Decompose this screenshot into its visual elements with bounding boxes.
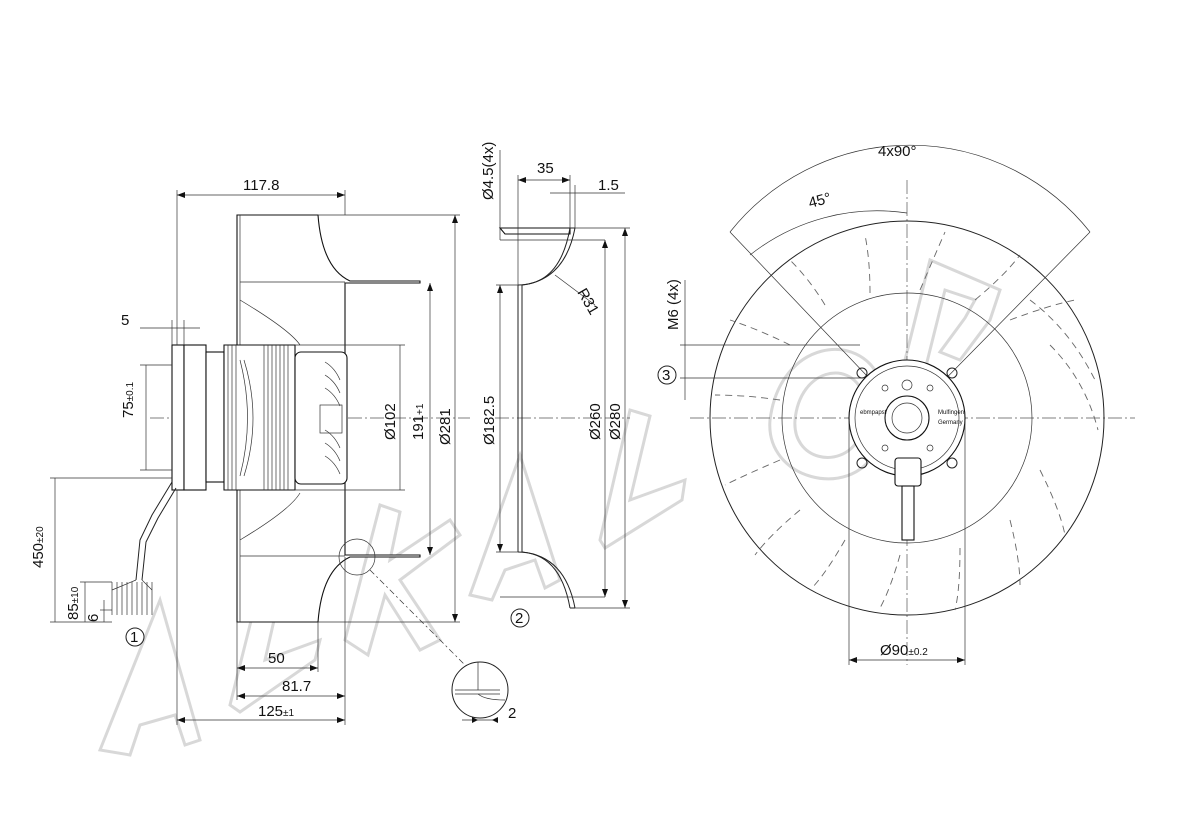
motor-flange [171, 344, 185, 491]
angle-arc-inner [749, 210, 908, 256]
rotor-cage [294, 351, 348, 485]
dim-ring-depth: 35 [537, 160, 554, 177]
label-mulfingen: Mulfingen [938, 410, 964, 416]
dim-cable-length: 450±20 [30, 526, 47, 568]
inner-disc [781, 292, 1033, 544]
callout-1-label: 1 [130, 629, 138, 646]
watermark [97, 257, 1002, 757]
dim-depth-81: 81.7 [282, 678, 311, 695]
hub-center [884, 395, 930, 441]
dim-hub-dia: Ø102 [382, 403, 399, 440]
cable-outlet [894, 457, 922, 487]
cable-front [901, 485, 915, 541]
callout-3 [657, 365, 677, 385]
dim-depth-total: 125±1 [258, 703, 295, 720]
dim-depth-50: 50 [268, 650, 285, 667]
front-view: 4x90° 45° ebmpapst Mulfingen Germany M6 … [657, 143, 1135, 665]
cable [135, 481, 173, 581]
angle-arc-outer [729, 144, 1091, 233]
inlet-ring-view: Ø4.5(4x) 35 1.5 R31 Ø182.5 Ø260 Ø280 2 [480, 142, 630, 628]
callout-3-label: 3 [662, 367, 670, 384]
dim-height: 191+1 [410, 403, 427, 440]
detail-marker [338, 538, 376, 576]
dim-inner-dia: Ø182.5 [481, 396, 498, 445]
dim-dia-280: Ø280 [607, 403, 624, 440]
detail-view [451, 661, 509, 719]
dim-detail-gap: 2 [508, 705, 516, 722]
impeller-circle [709, 220, 1105, 616]
dim-width-overall: 117.8 [243, 177, 279, 194]
dim-impeller-dia: Ø281 [437, 408, 454, 445]
callout-2-label: 2 [515, 610, 523, 627]
dim-angle-4x90: 4x90° [878, 143, 917, 160]
dim-angle-45: 45° [807, 190, 833, 212]
ground-symbol-icon [901, 379, 913, 391]
mounting-holes [856, 367, 958, 469]
label-country: Germany [938, 420, 963, 426]
dim-radius: R31 [574, 286, 602, 318]
dim-hole: Ø4.5(4x) [480, 142, 497, 200]
dim-dia-260: Ø260 [587, 403, 604, 440]
side-view: 117.8 5 75±0.1 450±20 85±10 6 1 Ø102 [30, 177, 516, 725]
dim-thickness: 1.5 [598, 177, 619, 194]
dim-strip-length: 85±10 [65, 586, 82, 620]
blades [714, 231, 1099, 611]
dim-flange: 5 [121, 312, 129, 329]
label-brand: ebmpapst [860, 410, 887, 416]
dim-strip-end: 6 [85, 614, 102, 622]
ring-flare-bottom [517, 551, 571, 609]
callout-1 [125, 627, 145, 647]
dim-thread: M6 (4x) [665, 279, 682, 330]
callout-2 [510, 608, 530, 628]
dim-bolt-circle: Ø90±0.2 [880, 642, 928, 659]
dim-shaft-dia: 75±0.1 [120, 381, 137, 418]
cable-wires [111, 579, 153, 615]
ring-flare-top [517, 227, 571, 286]
